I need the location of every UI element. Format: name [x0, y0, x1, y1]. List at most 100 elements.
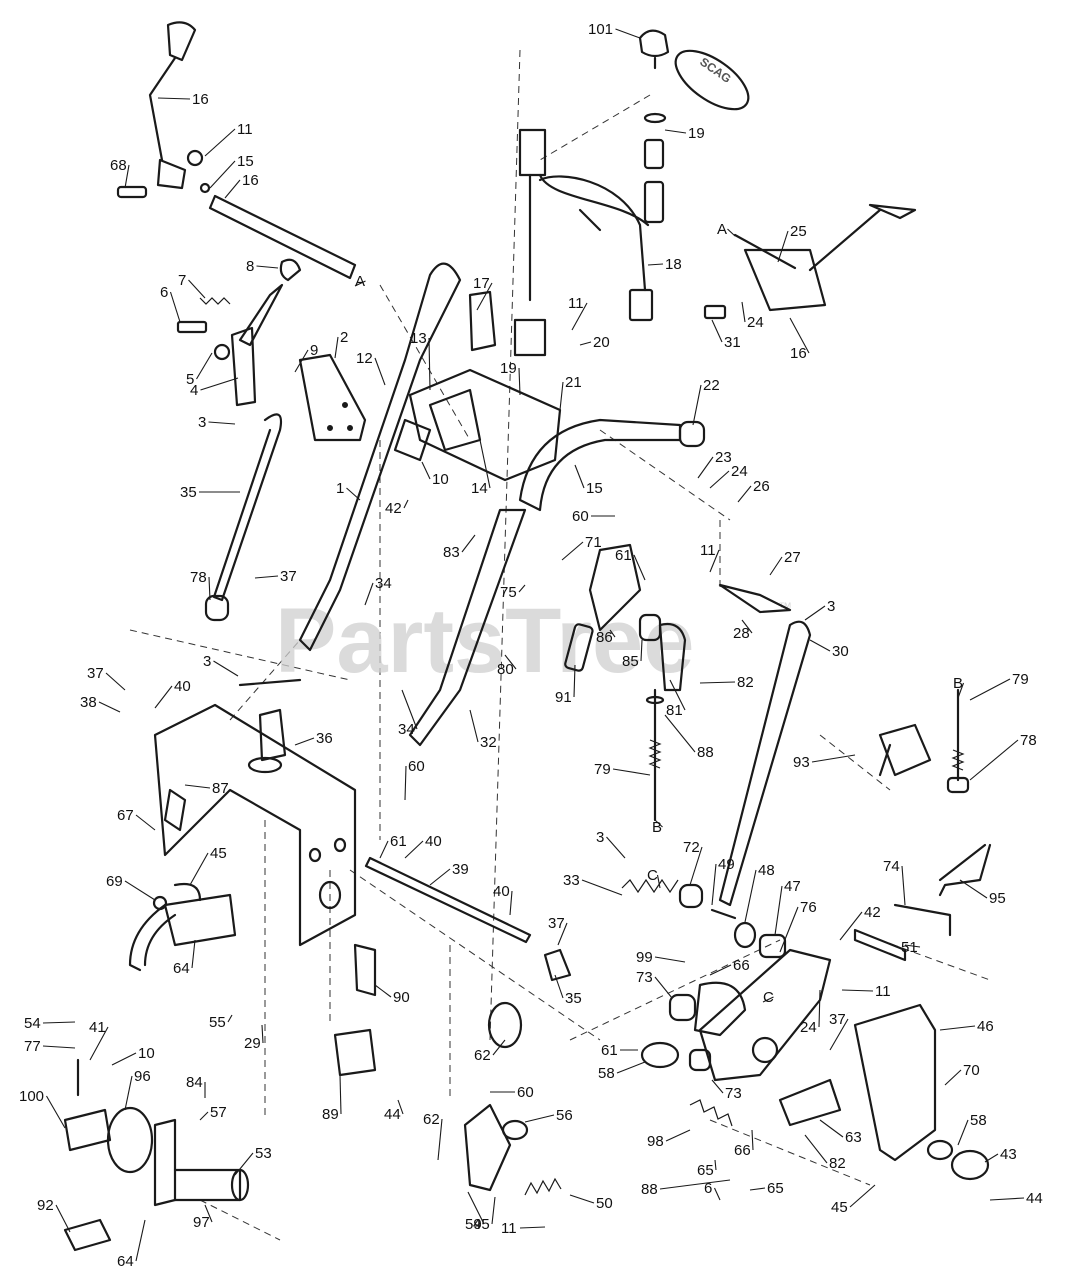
leader-line: [191, 939, 196, 969]
leader-line: [504, 654, 517, 670]
leader-line: [709, 549, 720, 573]
callout-label: 25: [790, 223, 807, 240]
leader-line: [234, 1152, 254, 1176]
leader-line: [509, 890, 513, 916]
callout-label: 18: [665, 256, 682, 273]
callout-label: 79: [1012, 671, 1029, 688]
callout-label: 15: [586, 480, 603, 497]
leader-line: [581, 879, 623, 896]
callout-label: 85: [622, 653, 639, 670]
leader-line: [364, 582, 374, 606]
callout-label: 40: [174, 678, 191, 695]
leader-line: [989, 1197, 1025, 1201]
leader-line: [421, 461, 431, 480]
leader-line: [571, 302, 588, 331]
leader-line: [841, 989, 874, 992]
leader-line: [737, 485, 752, 503]
leader-line: [188, 279, 206, 299]
callout-label: 46: [977, 1018, 994, 1035]
callout-label: 24: [800, 1019, 817, 1036]
leader-line: [561, 541, 584, 561]
callout-label: 62: [423, 1111, 440, 1128]
callout-label: 60: [572, 508, 589, 525]
leader-line: [256, 265, 279, 269]
brackets-89-90: [333, 943, 377, 1077]
leader-line: [559, 381, 564, 411]
callout-label: 80: [497, 661, 514, 678]
leader-line: [224, 179, 241, 199]
callout-label: B: [652, 819, 662, 836]
leader-line: [727, 228, 736, 237]
arm-part-59: [463, 1103, 562, 1196]
leader-line: [969, 739, 1019, 781]
callout-label: 45: [210, 845, 227, 862]
callout-label: 61: [390, 833, 407, 850]
leader-line: [811, 754, 856, 763]
callout-label: 96: [134, 1068, 151, 1085]
leader-line: [709, 470, 730, 489]
callout-label: 101: [588, 21, 613, 38]
leader-line: [404, 840, 424, 859]
callout-label: 51: [901, 939, 918, 956]
leader-line: [461, 534, 476, 553]
callout-label: 31: [724, 334, 741, 351]
leader-line: [665, 1129, 691, 1142]
callout-label: 33: [563, 872, 580, 889]
callout-label: 79: [594, 761, 611, 778]
callout-label: 3: [198, 414, 206, 431]
leader-line: [189, 852, 209, 886]
callout-label: 63: [845, 1129, 862, 1146]
callout-label: 36: [316, 730, 333, 747]
callout-label: 11: [700, 542, 716, 559]
callout-label: 42: [864, 904, 881, 921]
leader-line: [741, 619, 753, 634]
callout-label: 64: [173, 960, 190, 977]
bushings-part-47-48: [733, 921, 787, 959]
leader-line: [208, 576, 211, 601]
leader-line: [204, 1204, 213, 1223]
leader-line: [397, 1099, 404, 1115]
callout-label: 78: [190, 569, 207, 586]
leader-line: [959, 879, 988, 899]
leader-line: [479, 439, 491, 489]
callout-label: 66: [734, 1142, 751, 1159]
callout-label: 66: [733, 957, 750, 974]
leader-line: [984, 1153, 999, 1163]
callout-label: 82: [829, 1155, 846, 1172]
callout-label: 7: [178, 272, 186, 289]
callout-label: 88: [641, 1181, 658, 1198]
leader-line: [169, 291, 181, 323]
callout-label: 59: [465, 1216, 482, 1233]
leader-line: [124, 880, 156, 901]
callout-label: 99: [636, 949, 653, 966]
leader-line: [467, 1191, 485, 1225]
callout-label: 37: [548, 915, 565, 932]
callout-label: 39: [452, 861, 469, 878]
leader-line: [209, 160, 236, 189]
leader-line: [379, 840, 389, 859]
leader-line: [654, 819, 663, 828]
callout-label: 41: [89, 1019, 106, 1036]
leader-line: [744, 869, 757, 923]
callout-label: 62: [474, 1047, 491, 1064]
callout-label: 69: [106, 873, 123, 890]
callout-label: 77: [24, 1038, 41, 1055]
callout-label: 90: [393, 989, 410, 1006]
leader-line: [804, 605, 826, 621]
leader-line: [261, 1024, 264, 1044]
plate-part-2: [298, 353, 367, 442]
callout-label: 24: [747, 314, 764, 331]
callout-label: 44: [1026, 1190, 1043, 1207]
leader-line: [157, 97, 191, 100]
leader-line: [89, 1026, 109, 1061]
callout-label: 98: [647, 1133, 664, 1150]
leader-line: [227, 1014, 233, 1023]
leader-line: [124, 1075, 133, 1111]
callout-label: 88: [697, 744, 714, 761]
leader-line: [374, 984, 392, 998]
spring-part-79-center: [645, 688, 665, 822]
leader-line: [574, 464, 585, 489]
callout-label: 23: [715, 449, 732, 466]
callout-label: C: [763, 989, 774, 1006]
leader-line: [664, 714, 696, 753]
